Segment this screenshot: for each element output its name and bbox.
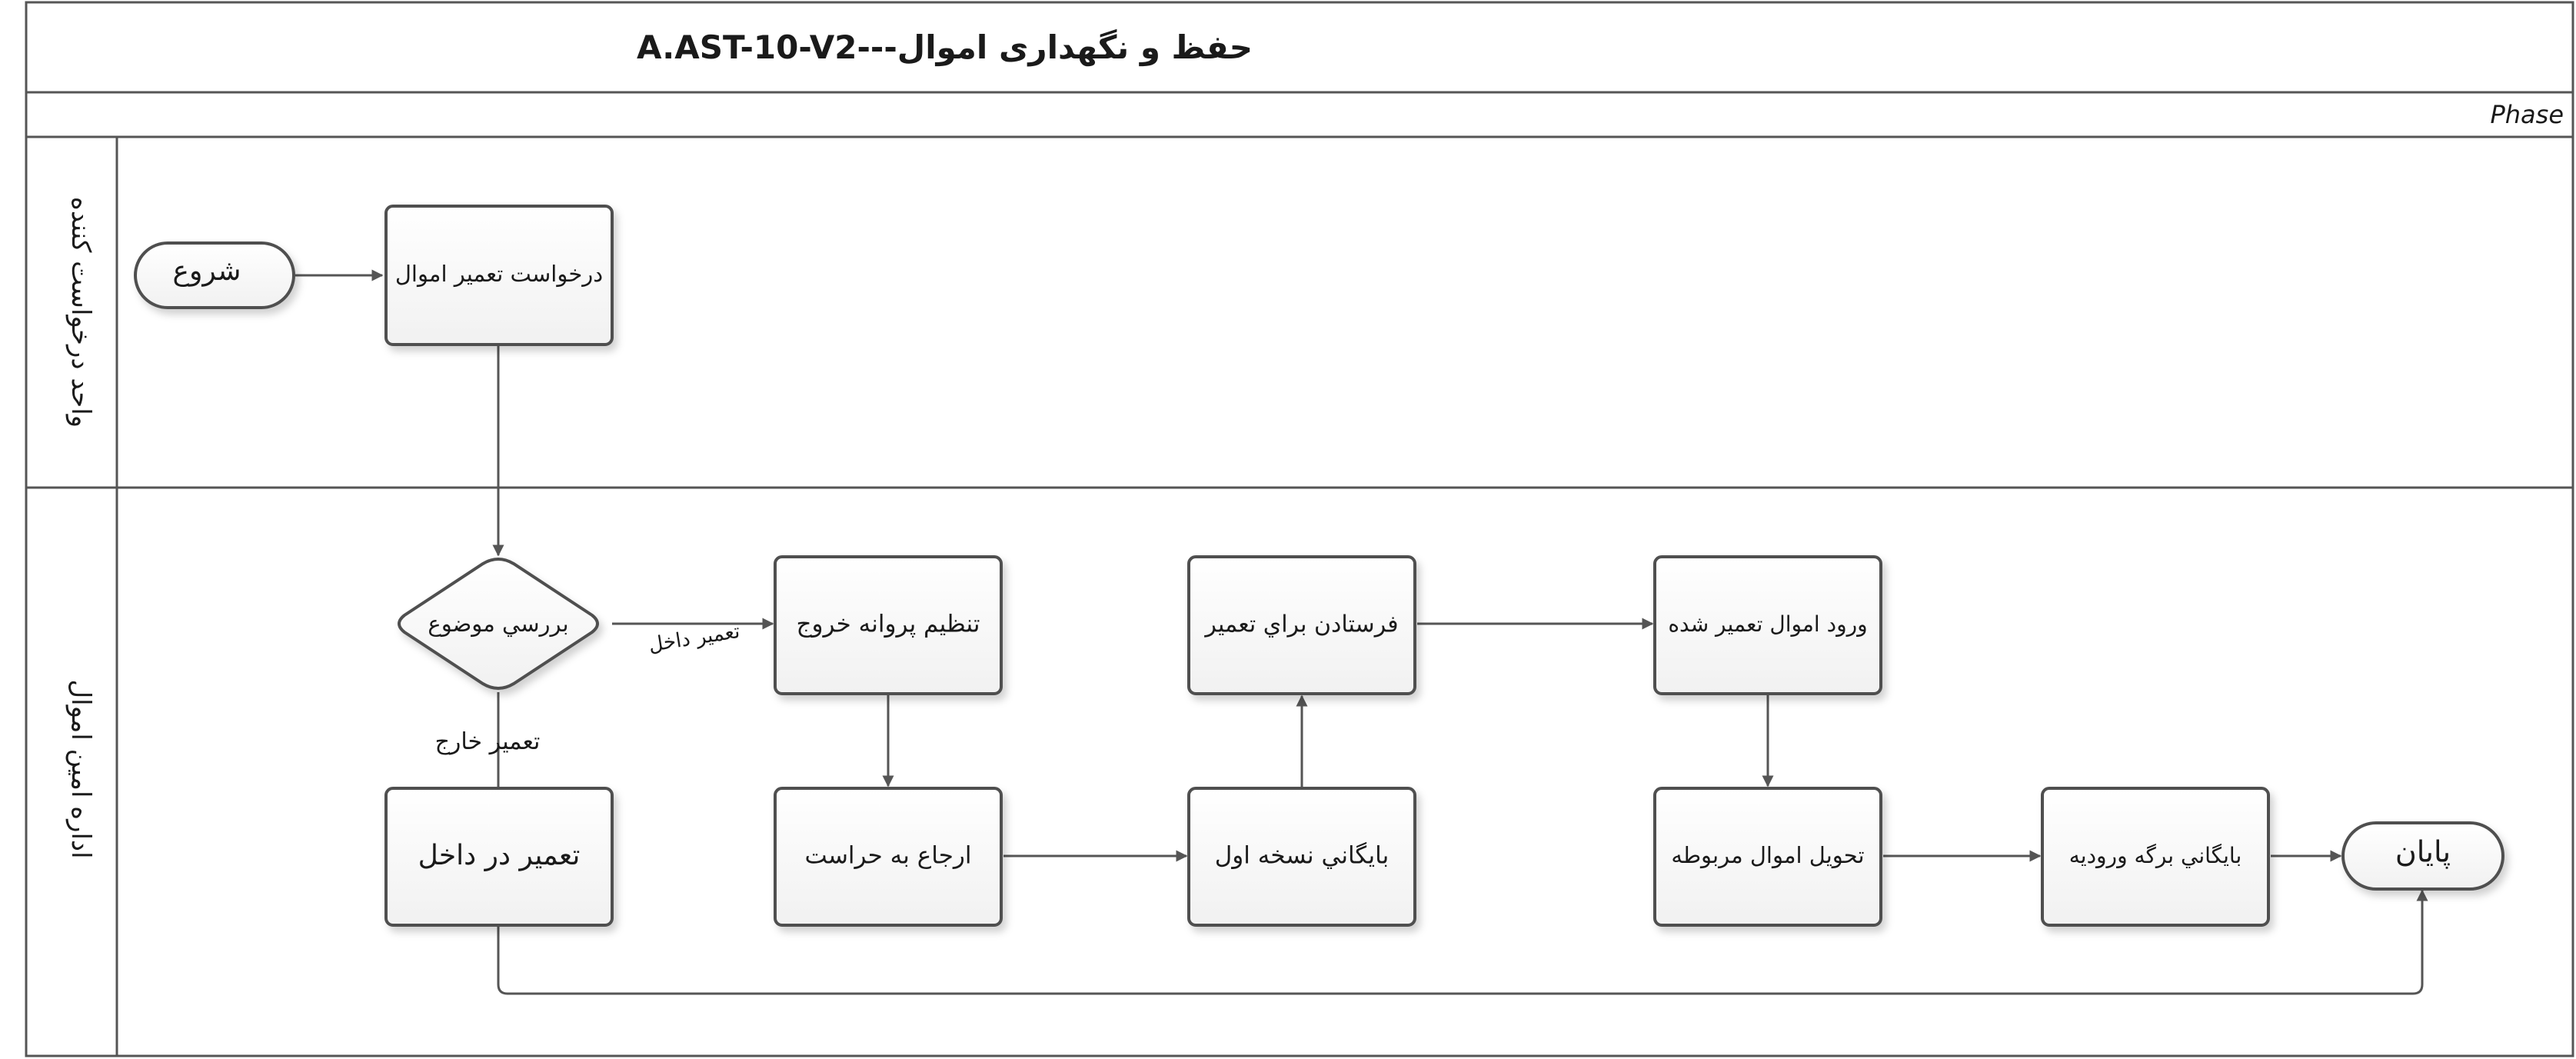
- node-label: تنظیم پروانه خروج: [797, 611, 980, 638]
- node-label: بايگاني برگه ورودیه: [2069, 843, 2242, 868]
- node-label: ورود اموال تعمیر شده: [1668, 611, 1867, 637]
- connectors: [294, 269, 2428, 995]
- node-end[interactable]: پایان: [2341, 821, 2504, 891]
- node-label: درخواست تعمیر اموال: [395, 261, 603, 287]
- pool-frame: [25, 1, 2574, 1057]
- node-label: ارجاع به حراست: [805, 842, 972, 870]
- node-start[interactable]: شروع: [134, 241, 295, 309]
- edge-repair-inside-to-end: [497, 889, 2428, 995]
- node-request-repair[interactable]: درخواست تعمیر اموال: [384, 205, 614, 346]
- edge-label-internal-repair: تعمیر داخل: [647, 620, 741, 657]
- node-label: تعمیر در داخل: [418, 840, 581, 871]
- node-label: شروع: [173, 255, 241, 287]
- lane-requester: واحد درخواست کننده: [65, 197, 96, 428]
- node-send-for-repair[interactable]: فرستادن براي تعمیر: [1187, 555, 1416, 695]
- node-archive-first-copy[interactable]: بايگاني نسخه اول: [1187, 787, 1416, 927]
- node-archive-entry-form[interactable]: بايگاني برگه ورودیه: [2041, 787, 2270, 927]
- edge-label-external-repair: تعمیر خارج: [435, 728, 541, 755]
- phase-label: Phase: [2490, 100, 2564, 129]
- diagram-title: حفظ و نگهداری اموال---A.AST-10-V2: [637, 28, 1253, 67]
- lane-label-asset-office: اداره امین اموال: [65, 679, 96, 858]
- node-refer-security[interactable]: ارجاع به حراست: [774, 787, 1003, 927]
- node-deliver-assets[interactable]: تحویل اموال مربوطه: [1653, 787, 1882, 927]
- node-label: تحویل اموال مربوطه: [1671, 842, 1864, 868]
- node-review-subject[interactable]: بررسي موضوع: [398, 557, 599, 691]
- node-repair-inside[interactable]: تعمیر در داخل: [384, 787, 614, 927]
- node-label: بررسي موضوع: [428, 611, 568, 638]
- node-label: بايگاني نسخه اول: [1215, 842, 1389, 870]
- node-repaired-entry[interactable]: ورود اموال تعمیر شده: [1653, 555, 1882, 695]
- node-label: پایان: [2395, 835, 2451, 869]
- node-label: فرستادن براي تعمیر: [1203, 611, 1398, 638]
- lane-label-requester: واحد درخواست کننده: [65, 197, 96, 428]
- node-exit-permit[interactable]: تنظیم پروانه خروج: [774, 555, 1003, 695]
- lane-asset-office: اداره امین اموال: [65, 679, 96, 858]
